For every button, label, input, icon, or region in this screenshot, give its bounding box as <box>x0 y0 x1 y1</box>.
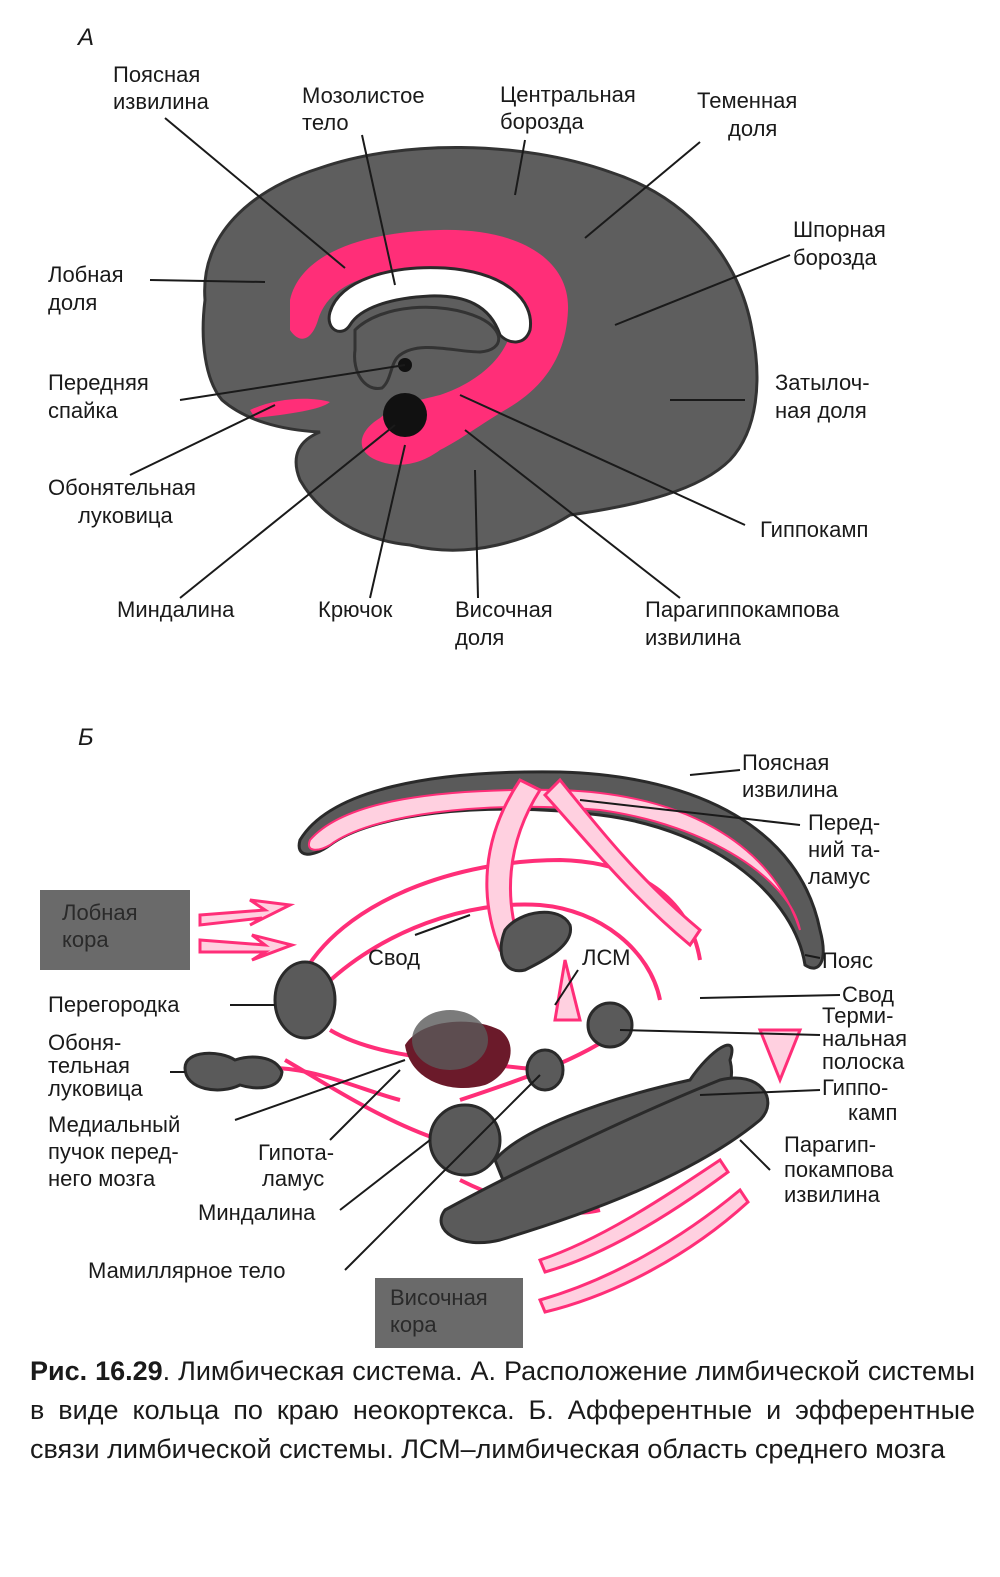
label-temporal-lobe: Височная <box>455 597 553 622</box>
label-b-anterior-thalamus-2: ний та- <box>808 837 880 862</box>
panel-a-diagram: А Поясная извилина Мозолистое тело Центр… <box>48 24 886 650</box>
label-parietal-lobe: Теменная <box>697 88 797 113</box>
label-b-hypothalamus-2: ламус <box>262 1166 324 1191</box>
panel-b-leader-lines <box>170 769 841 1271</box>
label-cingulate-gyrus: Поясная <box>113 62 200 87</box>
label-temporal-lobe-2: доля <box>455 625 504 650</box>
label-anterior-commissure-2: спайка <box>48 398 119 423</box>
label-b-olfactory-bulb-3: луковица <box>48 1076 144 1101</box>
label-b-mfb-3: него мозга <box>48 1166 156 1191</box>
label-b-cingulate-gyrus: Поясная <box>742 750 829 775</box>
label-b-hypothalamus: Гипота- <box>258 1140 334 1165</box>
olfactory-bulb-shape <box>183 1051 284 1092</box>
label-frontal-lobe: Лобная <box>48 262 124 287</box>
label-b-fornix-center: Свод <box>368 945 420 970</box>
cingulum-shape <box>307 788 801 931</box>
panel-b-letter: Б <box>78 724 94 751</box>
label-b-olfactory-bulb-2: тельная <box>48 1053 130 1078</box>
caption-text: . Лимбическая система. А. Расположение л… <box>30 1356 975 1464</box>
label-b-fornix-right: Свод <box>842 982 894 1007</box>
label-b-hippocampus-2: камп <box>848 1100 897 1125</box>
label-parahippocampal-gyrus-2: извилина <box>645 625 742 650</box>
label-uncus: Крючок <box>318 597 393 622</box>
septum-shape <box>273 960 337 1040</box>
lsm-shape <box>586 1001 634 1049</box>
label-b-lsm: ЛСМ <box>582 945 630 970</box>
temporal-cortex-label: Височная <box>390 1285 488 1310</box>
limbic-pathways <box>198 777 803 1314</box>
label-cingulate-gyrus-2: извилина <box>113 89 210 114</box>
label-b-anterior-thalamus-3: ламус <box>808 864 870 889</box>
panel-a-letter: А <box>76 24 94 51</box>
label-b-parahippocampal-3: извилина <box>784 1182 881 1207</box>
label-olfactory-bulb: Обонятельная <box>48 475 196 500</box>
label-corpus-callosum-2: тело <box>302 110 349 135</box>
label-calcarine-sulcus-2: борозда <box>793 245 878 270</box>
anterior-thalamus-shape <box>499 910 572 973</box>
label-occipital-lobe: Затылоч- <box>775 370 870 395</box>
label-b-terminal-stria-3: полоска <box>822 1049 905 1074</box>
label-occipital-lobe-2: ная доля <box>775 398 867 423</box>
label-b-anterior-thalamus: Перед- <box>808 810 880 835</box>
label-b-cingulate-gyrus-2: извилина <box>742 777 839 802</box>
parahippocampal-shape <box>439 1076 770 1245</box>
label-b-septum: Перегородка <box>48 992 180 1017</box>
panel-b-labels: Поясная извилина Перед- ний та- ламус Св… <box>48 750 907 1283</box>
label-b-mfb-2: пучок перед- <box>48 1139 179 1164</box>
temporal-cortex-box <box>375 1278 523 1348</box>
figure-caption: Рис. 16.29. Лимбическая система. А. Расп… <box>30 1352 975 1469</box>
frontal-cortex-label: Лобная <box>62 900 138 925</box>
label-b-cingulum: Пояс <box>822 948 873 973</box>
label-anterior-commissure: Передняя <box>48 370 149 395</box>
panel-a-leader-lines <box>129 117 791 599</box>
label-b-hippocampus: Гиппо- <box>822 1075 888 1100</box>
label-parahippocampal-gyrus: Парагиппокампова <box>645 597 840 622</box>
label-olfactory-bulb-2: луковица <box>78 503 174 528</box>
panel-b-diagram: Б Лобная кора Височная кора <box>40 724 907 1348</box>
label-b-parahippocampal: Парагип- <box>784 1132 876 1157</box>
label-amygdala: Миндалина <box>117 597 235 622</box>
label-calcarine-sulcus: Шпорная <box>793 217 886 242</box>
label-frontal-lobe-2: доля <box>48 290 97 315</box>
label-central-sulcus: Центральная <box>500 82 636 107</box>
label-b-amygdala: Миндалина <box>198 1200 316 1225</box>
label-b-terminal-stria: Терми- <box>822 1003 893 1028</box>
olfactory-strip <box>250 398 330 418</box>
label-hippocampus: Гиппокамп <box>760 517 868 542</box>
frontal-cortex-label-2: кора <box>62 927 109 952</box>
panel-a-labels: Поясная извилина Мозолистое тело Централ… <box>48 62 886 650</box>
label-b-olfactory-bulb: Обоня- <box>48 1030 121 1055</box>
label-b-mfb: Медиальный <box>48 1112 180 1137</box>
label-b-parahippocampal-2: покампова <box>784 1157 894 1182</box>
amygdala-b-shape <box>428 1103 502 1177</box>
hypothalamus-overlay <box>412 1010 488 1070</box>
corpus-callosum <box>327 266 533 344</box>
figure-number: Рис. 16.29 <box>30 1356 163 1386</box>
label-corpus-callosum: Мозолистое <box>302 83 425 108</box>
label-parietal-lobe-2: доля <box>728 116 777 141</box>
label-b-mammillary-body: Мамиллярное тело <box>88 1258 285 1283</box>
temporal-cortex-label-2: кора <box>390 1312 437 1337</box>
label-central-sulcus-2: борозда <box>500 109 585 134</box>
label-b-terminal-stria-2: нальная <box>822 1026 907 1051</box>
frontal-cortex-box <box>40 890 190 970</box>
